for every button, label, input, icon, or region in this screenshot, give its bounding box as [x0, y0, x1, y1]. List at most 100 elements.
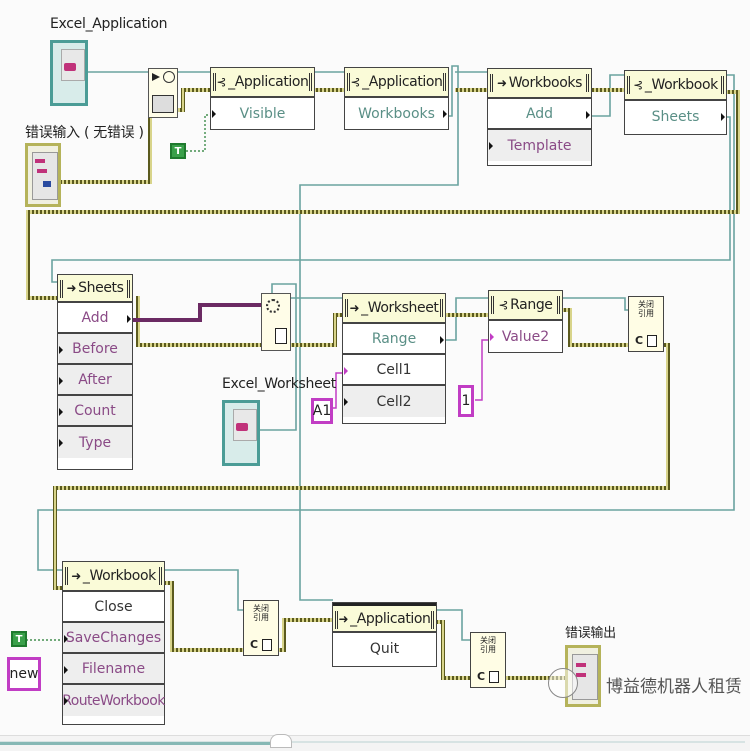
- refnum-terminal-icon: [65, 567, 68, 585]
- watermark-logo-icon: [548, 668, 578, 698]
- refnum-terminal-icon: [491, 296, 494, 314]
- invoke-arrow-icon: ➜: [71, 569, 81, 583]
- watermark-text: 博益德机器人租赁: [606, 677, 742, 697]
- invoke-node-workbooks-add[interactable]: ➜Workbooks Add Template: [487, 68, 592, 166]
- node-class: Sheets: [78, 280, 124, 296]
- node-item-add[interactable]: Add: [81, 309, 109, 326]
- value-1-constant[interactable]: 1: [458, 385, 474, 417]
- property-icon: ⊰: [350, 75, 361, 89]
- string-wires: [330, 339, 490, 409]
- close-ref-c: C: [249, 638, 259, 651]
- refnum-wire: [592, 74, 625, 117]
- node-item-count[interactable]: Count: [74, 402, 116, 419]
- variant-to-data-node[interactable]: [261, 293, 291, 351]
- invoke-node-worksheet-range[interactable]: ➜_Worksheet Range Cell1 Cell2: [342, 293, 446, 424]
- filename-new-constant[interactable]: new: [7, 657, 41, 691]
- node-item-after[interactable]: After: [78, 371, 112, 388]
- scroll-track: [0, 741, 745, 743]
- refnum-terminal-icon: [490, 74, 493, 92]
- node-class: _Application: [228, 74, 309, 90]
- cluster-icon: [32, 152, 58, 200]
- refnum-terminal-icon: [60, 280, 63, 298]
- input-pin-icon: [59, 408, 63, 416]
- input-pin-icon: [64, 666, 68, 674]
- refnum-terminal-icon: [557, 296, 560, 314]
- refnum-wires: [37, 65, 735, 641]
- invoke-node-workbook-close[interactable]: ➜_Workbook Close SaveChanges Filename Ro…: [62, 561, 165, 725]
- node-item-type[interactable]: Type: [78, 434, 112, 451]
- refnum-terminal-icon: [127, 280, 130, 298]
- cell-a1-constant[interactable]: A1: [311, 398, 333, 424]
- node-class: _Workbook: [82, 568, 156, 584]
- error-wire: [563, 308, 628, 347]
- refnum-wire: [299, 65, 459, 601]
- invoke-arrow-icon: ➜: [338, 611, 349, 626]
- invoke-arrow-icon: ➜: [349, 301, 360, 315]
- node-item-filename[interactable]: Filename: [81, 660, 146, 677]
- automation-open-node[interactable]: [148, 68, 178, 118]
- scroll-thumb[interactable]: [0, 742, 280, 745]
- string-wire: [475, 339, 490, 401]
- close-reference-node[interactable]: 关闭引用 C: [470, 632, 506, 688]
- close-reference-node[interactable]: 关闭引用 C: [243, 600, 279, 656]
- invoke-node-application-quit[interactable]: ➜_Application Quit: [332, 602, 437, 667]
- node-item-close[interactable]: Close: [94, 598, 133, 615]
- property-icon: ⊰: [216, 75, 227, 89]
- property-node-application-visible[interactable]: ⊰_Application Visible: [210, 67, 315, 130]
- scroll-handle[interactable]: [270, 734, 292, 748]
- node-item-add[interactable]: Add: [525, 105, 554, 122]
- excel-worksheet-refnum[interactable]: [222, 400, 260, 466]
- close-ref-c: C: [476, 670, 486, 683]
- globe-icon: [163, 71, 175, 83]
- document-icon: [647, 335, 658, 347]
- excel-application-label: Excel_Application: [50, 16, 168, 32]
- refnum-terminal-icon: [627, 76, 630, 94]
- error-wire: [437, 620, 470, 680]
- node-item-value2[interactable]: Value2: [501, 328, 550, 345]
- excel-worksheet-label: Excel_Worksheet: [222, 376, 336, 392]
- refnum-terminal-icon: [440, 299, 443, 317]
- refnum-terminal-icon: [159, 567, 162, 585]
- document-icon: [489, 671, 500, 683]
- property-node-application-workbooks[interactable]: ⊰_Application Workbooks: [344, 67, 449, 130]
- refnum-wire: [563, 297, 630, 311]
- property-node-range-value2[interactable]: ⊰Range Value2: [488, 290, 563, 353]
- horizontal-scrollbar[interactable]: [0, 734, 750, 751]
- excel-doc-icon: [61, 49, 85, 81]
- output-pin-icon: [127, 315, 131, 323]
- refnum-wire: [37, 74, 735, 571]
- open-ref-icon: [152, 95, 174, 113]
- node-item-range[interactable]: Range: [371, 330, 417, 347]
- error-in-cluster[interactable]: [25, 143, 61, 207]
- output-pin-icon: [440, 336, 444, 344]
- node-item-visible[interactable]: Visible: [239, 105, 286, 122]
- input-pin-icon: [59, 439, 63, 447]
- error-out-label: 错误输出: [565, 626, 616, 641]
- node-item-workbooks[interactable]: Workbooks: [358, 105, 435, 122]
- node-item-cell2[interactable]: Cell2: [376, 393, 412, 410]
- refnum-wire: [260, 283, 297, 431]
- output-pin-icon: [586, 111, 590, 119]
- true-constant[interactable]: T: [170, 143, 186, 159]
- excel-application-refnum[interactable]: [50, 40, 88, 106]
- node-item-template[interactable]: Template: [507, 137, 572, 154]
- node-item-sheets[interactable]: Sheets: [651, 108, 700, 125]
- node-item-cell1[interactable]: Cell1: [376, 361, 412, 378]
- error-wire: [53, 343, 670, 590]
- error-wire: [290, 313, 342, 347]
- invoke-node-sheets-add[interactable]: ➜Sheets Add Before After Count Type: [57, 274, 133, 470]
- refnum-terminal-icon: [586, 74, 589, 92]
- error-wire: [178, 88, 210, 112]
- node-item-quit[interactable]: Quit: [369, 640, 400, 657]
- property-node-workbook-sheets[interactable]: ⊰_Workbook Sheets: [624, 70, 727, 135]
- node-item-savechanges[interactable]: SaveChanges: [65, 629, 162, 646]
- refnum-terminal-icon: [431, 611, 434, 629]
- node-class: Range: [510, 297, 553, 313]
- node-item-before[interactable]: Before: [72, 340, 118, 357]
- bool-wires: [26, 114, 212, 641]
- input-pin-icon: [64, 635, 68, 643]
- node-item-routeworkbook[interactable]: RouteWorkbook: [62, 692, 165, 709]
- close-reference-node[interactable]: 关闭引用 C: [628, 296, 664, 352]
- true-constant[interactable]: T: [11, 631, 27, 647]
